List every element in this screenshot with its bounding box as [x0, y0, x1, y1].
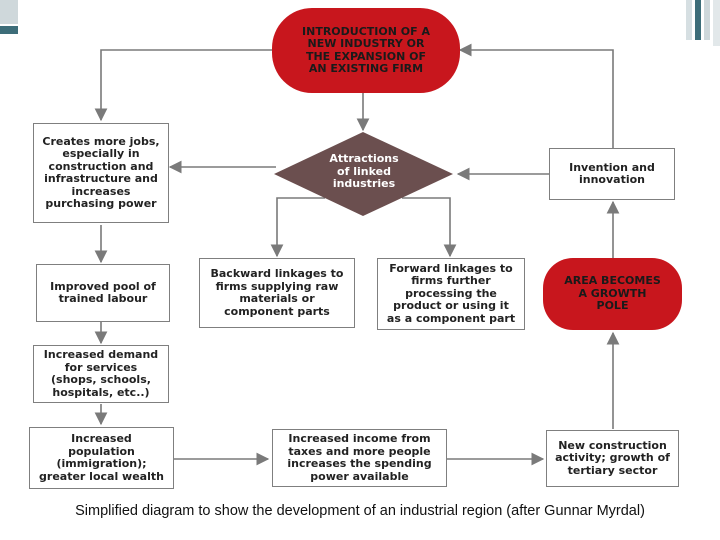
backward-node: Backward linkages to firms supplying raw…: [199, 258, 355, 328]
growth-pole-node: AREA BECOMES A GROWTH POLE: [543, 258, 682, 330]
construction-node: New construction activity; growth of ter…: [546, 430, 679, 487]
attractions-diamond: [274, 132, 453, 216]
invention-node: Invention and innovation: [549, 148, 675, 200]
labour-node: Improved pool of trained labour: [36, 264, 170, 322]
arrow-attractions-to-backward: [270, 197, 325, 258]
services-node: Increased demand for services (shops, sc…: [33, 345, 169, 403]
arrow-invention-to-intro: [458, 43, 614, 148]
jobs-node: Creates more jobs, especially in constru…: [33, 123, 169, 223]
arrow-attractions-to-forward: [402, 197, 457, 258]
arrow-intro-to-jobs: [94, 49, 272, 122]
income-node: Increased income from taxes and more peo…: [272, 429, 447, 487]
forward-node: Forward linkages to firms further proces…: [377, 258, 525, 330]
figure-caption: Simplified diagram to show the developme…: [75, 503, 645, 519]
intro-node: INTRODUCTION OF A NEW INDUSTRY OR THE EX…: [272, 8, 460, 93]
corner-accent-right: [686, 0, 720, 46]
population-node: Increased population (immigration); grea…: [29, 427, 174, 489]
corner-accent-left: [0, 0, 18, 34]
attractions-label: Attractions of linked industries: [329, 152, 399, 191]
